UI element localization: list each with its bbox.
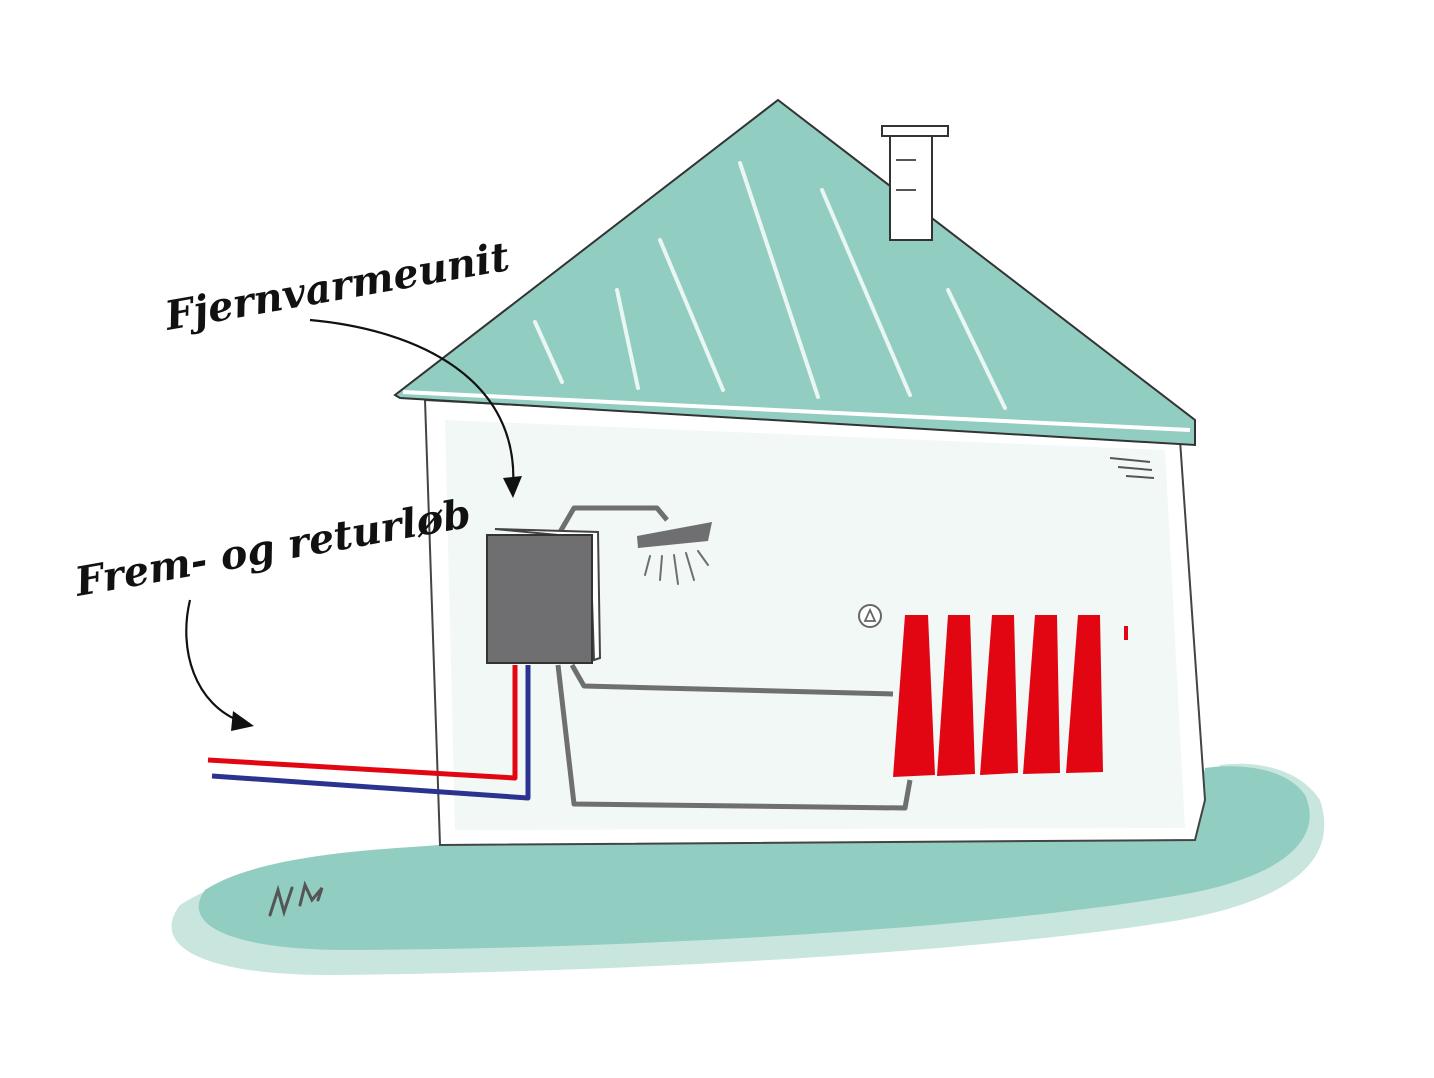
chimney <box>881 125 949 241</box>
roof <box>393 98 1196 447</box>
radiator-return-pipe <box>555 664 913 811</box>
shower-pipe <box>557 505 669 534</box>
grass-icon <box>268 880 324 918</box>
vent-icon <box>1109 457 1155 479</box>
supply-pipe <box>207 665 518 781</box>
house-pipes <box>555 505 913 811</box>
ground <box>171 763 1325 975</box>
shower-icon <box>637 522 712 585</box>
return-pipe <box>211 665 531 801</box>
pipes-label-arrow <box>185 599 254 731</box>
radiator-supply-pipe <box>569 663 894 697</box>
district-heating-pipes <box>207 665 531 801</box>
district-heating-unit-icon <box>486 528 602 664</box>
radiator-icon <box>893 615 1128 777</box>
ground-patch <box>198 766 1310 950</box>
pipes-label: Frem- og returløb <box>71 490 475 606</box>
unit-label-arrow <box>309 318 522 498</box>
thermostat-icon <box>858 604 882 628</box>
roof-highlights <box>533 161 1007 410</box>
